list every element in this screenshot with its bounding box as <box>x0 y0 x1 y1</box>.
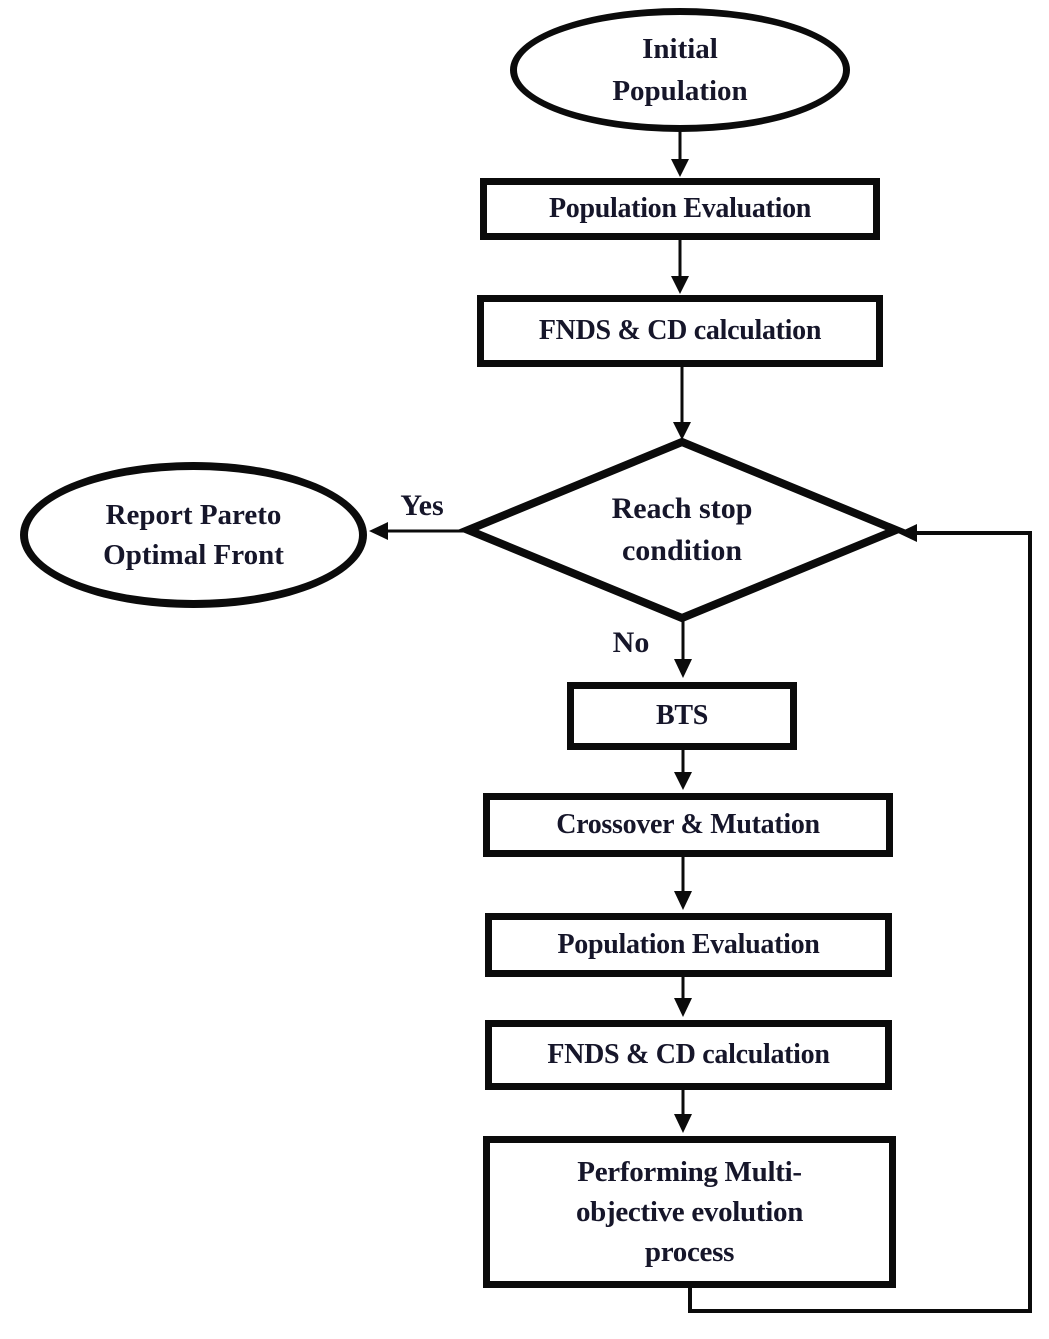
process-box-population-evaluation-2: Population Evaluation <box>485 913 892 977</box>
process-box-crossover-mutation: Crossover & Mutation <box>483 793 893 857</box>
arrow-fnds2-to-performing <box>674 1090 692 1133</box>
arrow-decision-to-bts-no <box>674 620 692 678</box>
arrowhead-left-icon <box>898 524 917 542</box>
node-label: BTS <box>655 700 709 731</box>
node-label-line: process <box>644 1236 735 1268</box>
node-label-line: Performing Multi- <box>577 1156 802 1188</box>
process-box-bts: BTS <box>567 682 797 750</box>
arrowhead-down-icon <box>674 998 692 1017</box>
arrowhead-down-icon <box>671 276 689 294</box>
arrowhead-down-icon <box>674 772 692 790</box>
node-label: Population Evaluation <box>557 929 820 960</box>
arrow-evaluation1-to-fnds1 <box>671 240 689 294</box>
arrow-evaluation2-to-fnds2 <box>674 977 692 1017</box>
process-box-population-evaluation-1: Population Evaluation <box>480 178 880 240</box>
start-ellipse-initial-population: Initial Population <box>510 8 850 132</box>
feedback-loop-line <box>688 524 1032 1313</box>
edge-label-yes: Yes <box>400 489 444 522</box>
process-box-performing-multi-objective-evolution: Performing Multi- objective evolution pr… <box>483 1136 896 1288</box>
arrow-decision-to-report-yes <box>369 522 468 540</box>
arrowhead-down-icon <box>673 422 691 440</box>
arrowhead-down-icon <box>671 159 689 177</box>
arrow-fnds1-to-decision <box>673 367 691 440</box>
node-label-line: Reach stop <box>611 492 753 525</box>
arrowhead-down-icon <box>674 659 692 678</box>
arrowhead-down-icon <box>674 891 692 910</box>
node-label-line: condition <box>621 534 743 567</box>
decision-reach-stop-condition: Reach stop condition <box>502 460 862 600</box>
end-ellipse-report-pareto-optimal-front: Report Pareto Optimal Front <box>20 462 367 608</box>
process-box-fnds-cd-calculation-2: FNDS & CD calculation <box>485 1020 892 1090</box>
node-label-line: Optimal Front <box>103 539 284 571</box>
node-label-line: Report Pareto <box>105 499 282 531</box>
node-label-line: objective evolution <box>575 1196 804 1228</box>
node-label-line: Initial <box>642 33 718 65</box>
node-label: FNDS & CD calculation <box>538 315 822 346</box>
node-label: Population Evaluation <box>548 193 812 224</box>
edge-label-no: No <box>612 626 650 659</box>
arrow-bts-to-crossover <box>674 750 692 790</box>
node-label: FNDS & CD calculation <box>547 1039 830 1070</box>
node-label: Crossover & Mutation <box>556 809 820 840</box>
arrow-crossover-to-evaluation2 <box>674 857 692 910</box>
arrow-initial-to-evaluation1 <box>671 132 689 177</box>
decision-diamond-shape <box>457 437 907 623</box>
arrowhead-down-icon <box>674 1114 692 1133</box>
arrowhead-left-icon <box>369 522 388 540</box>
node-label-line: Population <box>612 75 748 107</box>
process-box-fnds-cd-calculation-1: FNDS & CD calculation <box>477 295 883 367</box>
